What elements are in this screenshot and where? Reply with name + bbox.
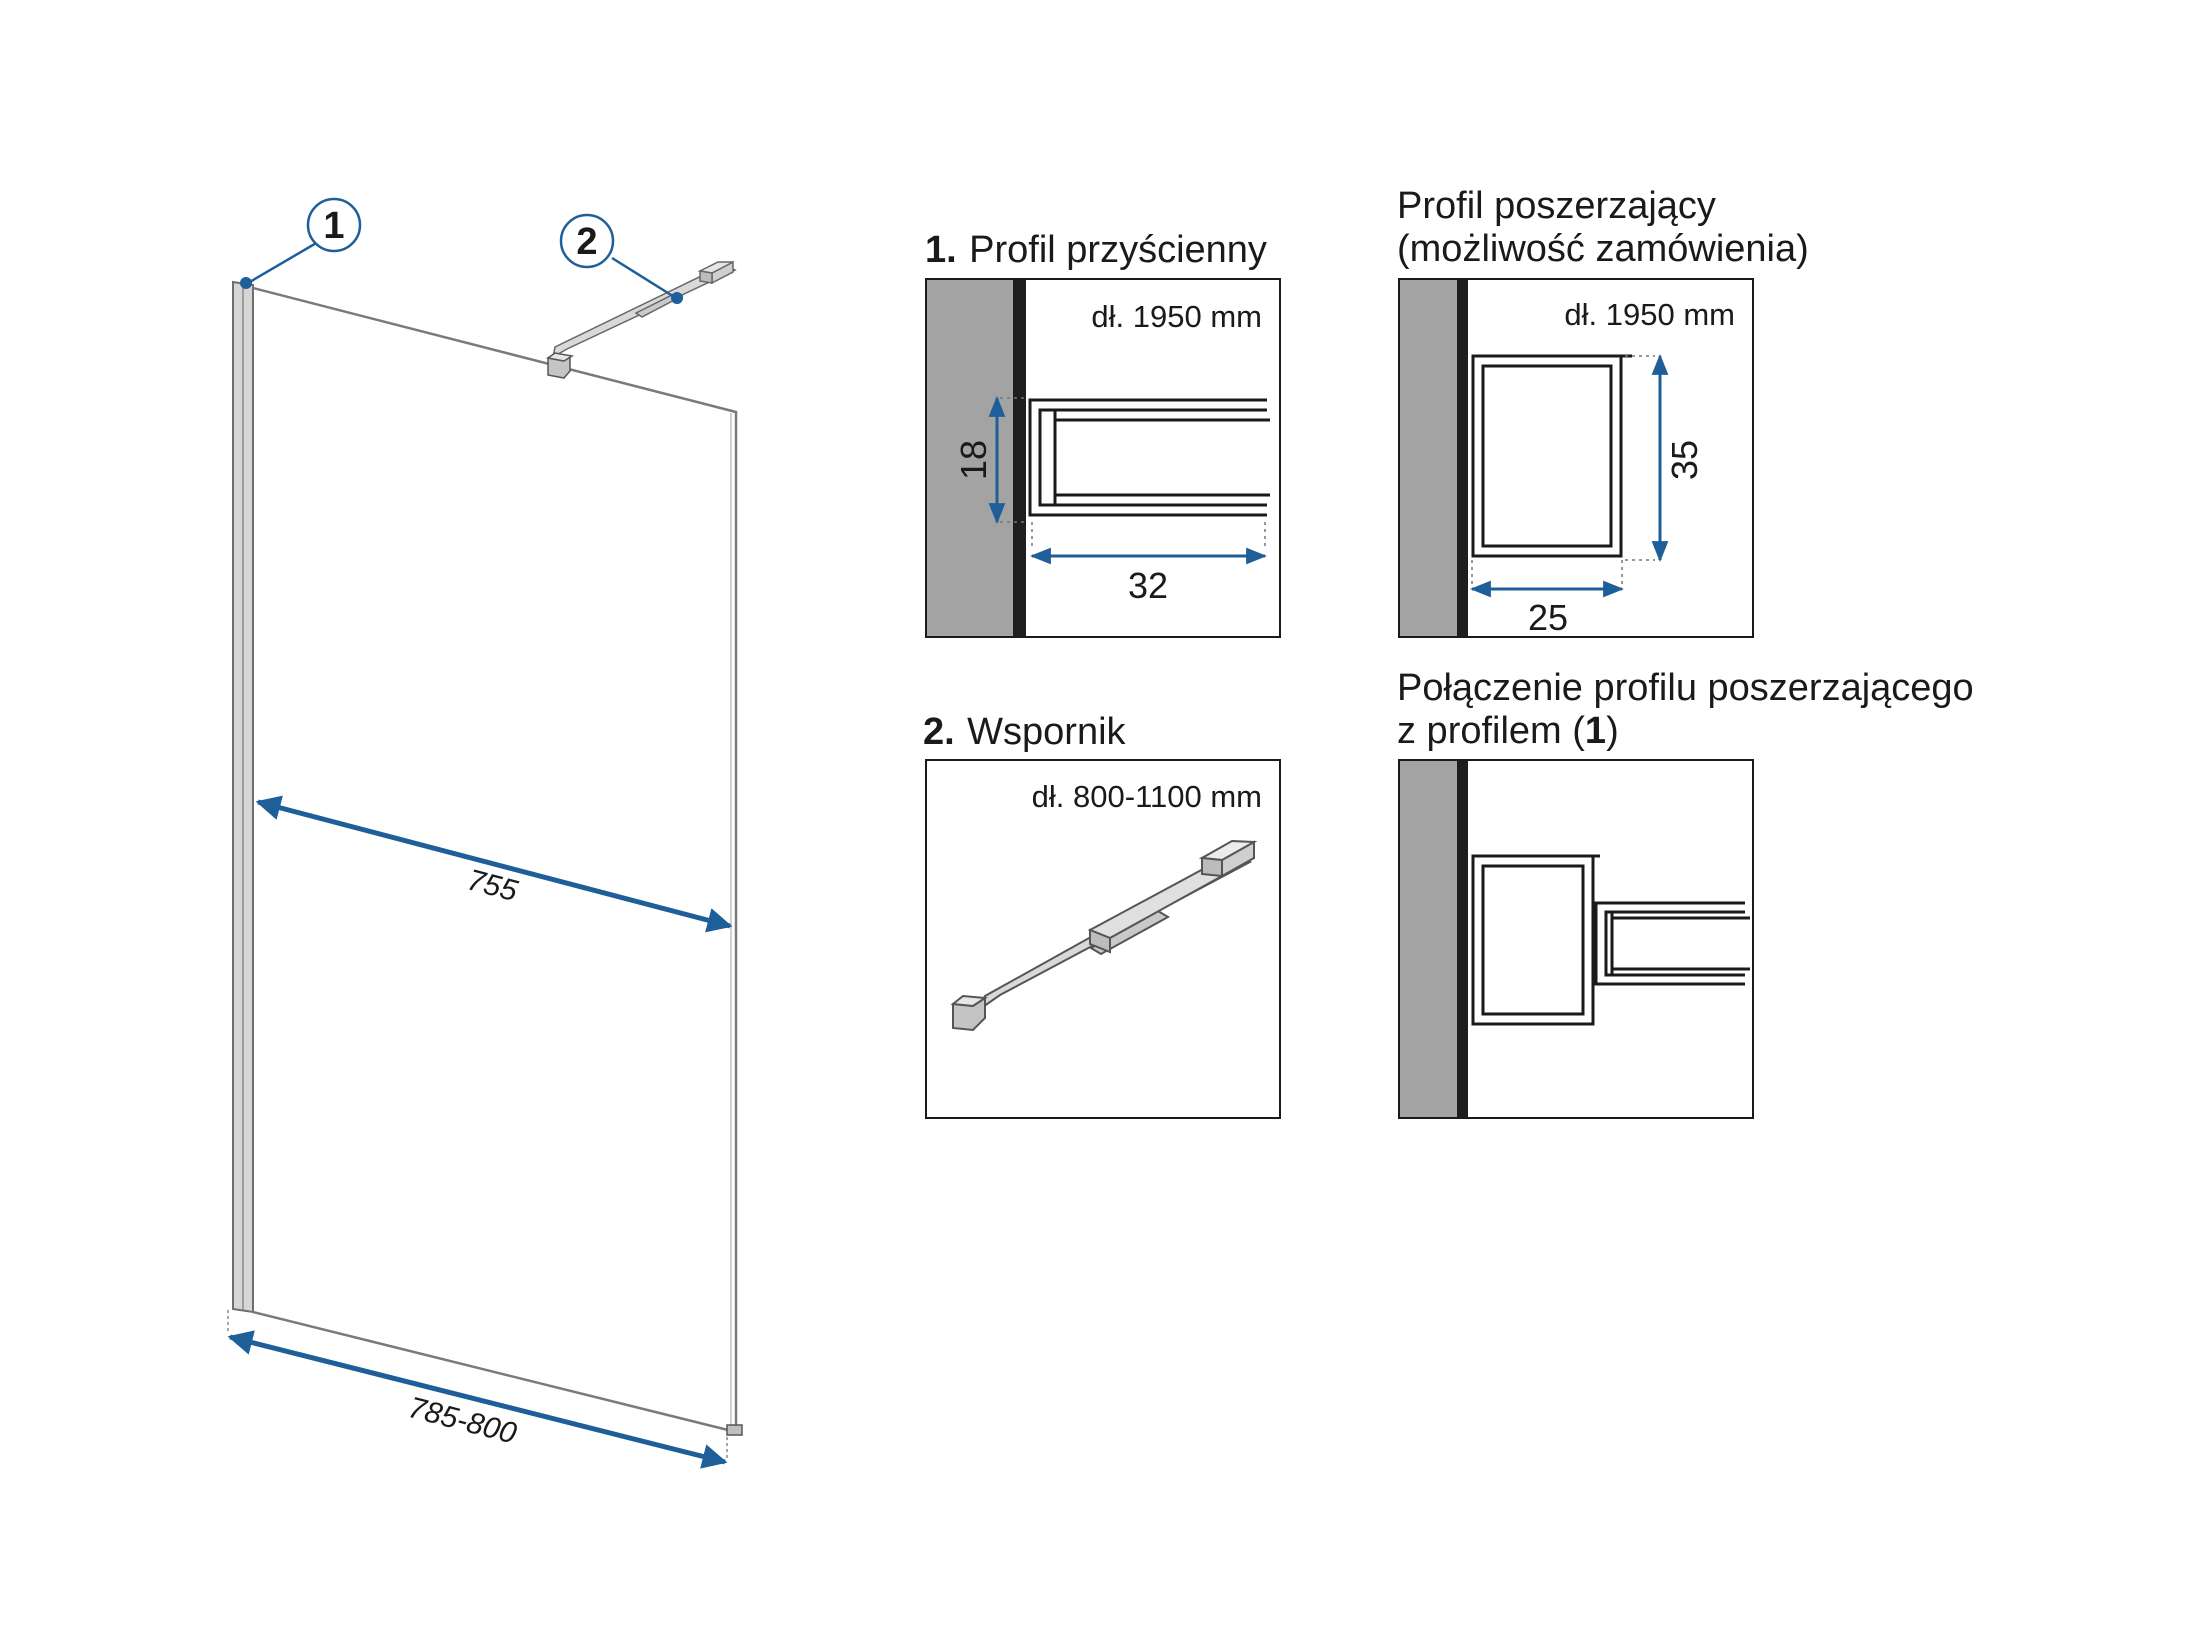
detail-3-wall bbox=[1400, 280, 1457, 636]
detail-extension-profile: Profil poszerzający (możliwość zamówieni… bbox=[1397, 185, 1809, 638]
detail-1-dim-height: 18 bbox=[953, 440, 994, 480]
detail-3-dim-width: 25 bbox=[1528, 597, 1568, 638]
detail-4-wall bbox=[1400, 761, 1457, 1117]
marker-2-circle bbox=[559, 213, 615, 269]
detail-2-length: dł. 800-1100 mm bbox=[1032, 779, 1262, 814]
detail-3-title-line2: (możliwość zamówienia) bbox=[1397, 228, 1809, 270]
detail-1-wall-seal bbox=[1013, 280, 1026, 636]
marker-1-label: 1 bbox=[323, 205, 344, 247]
detail-1-title: 1. Profil przyścienny bbox=[925, 229, 1267, 271]
dimension-inner-width: 755 bbox=[255, 795, 733, 933]
dimension-total-width: 785-800 bbox=[227, 1310, 728, 1469]
detail-4-title-line2: z profilem (1) bbox=[1397, 710, 1619, 752]
glass-foot-clip bbox=[726, 1424, 743, 1436]
callout-1: 1 bbox=[240, 197, 362, 289]
detail-3-dim-height: 35 bbox=[1664, 440, 1705, 480]
detail-3-box-profile bbox=[1471, 354, 1632, 558]
support-bar-drawing bbox=[546, 260, 737, 379]
marker-1-circle bbox=[306, 197, 362, 253]
shower-panel-drawing: 1 2 755 785-800 bbox=[227, 197, 743, 1469]
detail-wall-profile: 1. Profil przyścienny dł. 1950 mm 18 32 bbox=[925, 229, 1281, 638]
detail-1-u-profile bbox=[1028, 398, 1270, 517]
dimension-total-width-label: 785-800 bbox=[405, 1391, 520, 1451]
detail-2-bar bbox=[950, 839, 1258, 1032]
callout-2: 2 bbox=[559, 213, 683, 304]
detail-3-wall-seal bbox=[1457, 280, 1468, 636]
glass-pane bbox=[252, 286, 738, 1434]
detail-4-wall-seal bbox=[1457, 761, 1468, 1117]
marker-2-label: 2 bbox=[576, 221, 597, 263]
detail-3-title-line1: Profil poszerzający bbox=[1397, 185, 1716, 227]
detail-1-dim-width: 32 bbox=[1128, 565, 1168, 606]
detail-support-bar: 2. Wspornik dł. 800-1100 mm bbox=[923, 711, 1281, 1119]
detail-4-title-line1: Połączenie profilu poszerzającego bbox=[1397, 667, 1974, 709]
detail-1-length: dł. 1950 mm bbox=[1091, 299, 1262, 334]
detail-2-title: 2. Wspornik bbox=[923, 711, 1127, 753]
detail-connection: Połączenie profilu poszerzającego z prof… bbox=[1397, 667, 1974, 1119]
detail-3-length: dł. 1950 mm bbox=[1564, 297, 1735, 332]
detail-4-profiles bbox=[1471, 854, 1750, 1026]
